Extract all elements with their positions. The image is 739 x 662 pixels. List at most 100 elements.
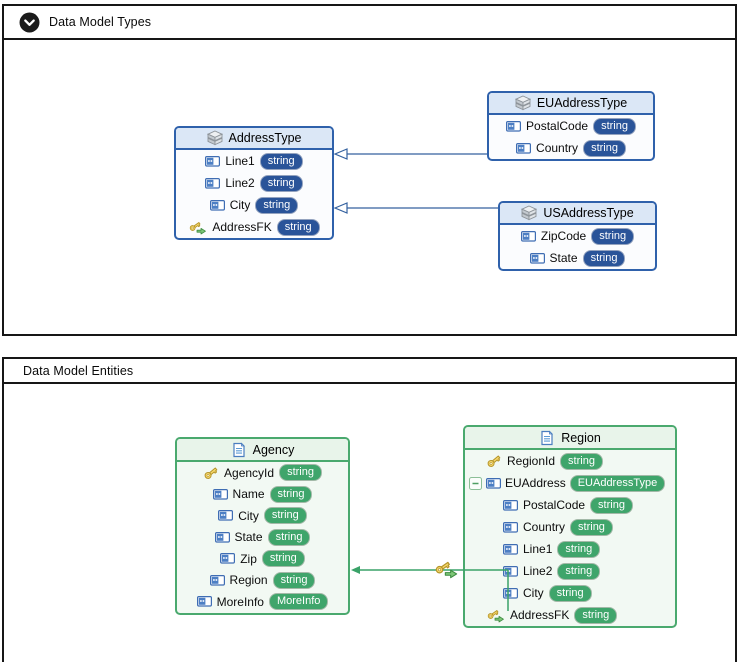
field-name: ZipCode [540,229,587,243]
section-title: Data Model Types [49,15,152,29]
property-icon [506,121,521,132]
property-icon [218,510,233,521]
field-row[interactable]: City string [176,194,332,216]
property-icon [530,253,545,264]
field-name: City [523,586,544,600]
section-data-model-types: Data Model Types [2,4,737,336]
field-row[interactable]: Country string [465,516,675,538]
field-type-badge: string [272,571,316,589]
node-header-region[interactable]: Region [465,427,675,448]
field-row[interactable]: Region string [177,570,348,592]
node-body: PostalCode string Country string [489,113,653,159]
field-row[interactable]: EUAddress EUAddressType [465,472,675,494]
field-name: Line2 [225,176,255,190]
complex-type-icon [207,130,223,146]
property-icon [516,143,531,154]
field-row[interactable]: State string [500,247,655,269]
property-icon [210,575,225,586]
field-name: Line2 [523,564,553,578]
collapse-minus-icon[interactable] [469,477,482,490]
field-row[interactable]: Line1 string [465,538,675,560]
node-header-addresstype[interactable]: AddressType [176,128,332,148]
field-row[interactable]: City string [177,505,348,527]
field-row[interactable]: AgencyId string [177,462,348,484]
property-icon [197,596,212,607]
field-name: City [238,508,259,523]
field-row[interactable]: Country string [489,137,653,159]
field-name: Country [523,520,566,534]
field-row[interactable]: City string [465,582,675,604]
node-title: Agency [252,442,295,457]
field-type-badge: string [590,496,633,514]
node-region[interactable]: Region RegionId string EUAddress EUAddre… [463,425,677,628]
field-type-badge: string [574,606,618,624]
field-type-badge: string [267,528,311,546]
field-row[interactable]: Line2 string [176,172,332,194]
field-row[interactable]: AddressFK string [465,604,675,626]
entity-icon [539,430,555,446]
field-name: City [229,198,251,212]
field-type-badge: string [548,584,592,602]
field-name: State [549,251,578,265]
complex-type-icon [515,95,531,111]
field-row[interactable]: ZipCode string [500,225,655,247]
field-row[interactable]: PostalCode string [489,115,653,137]
section-title: Data Model Entities [23,363,134,378]
complex-type-icon [521,205,537,221]
field-type-badge: EUAddressType [569,474,666,492]
property-icon [215,532,230,543]
node-euaddresstype[interactable]: EUAddressType PostalCode string Country … [487,91,655,161]
property-icon [213,489,228,500]
field-type-badge: string [593,117,636,135]
node-title: AddressType [228,131,302,145]
field-name: Name [232,487,265,502]
field-row[interactable]: Line1 string [176,150,332,172]
field-name: EUAddress [505,476,566,490]
field-type-badge: string [570,518,613,536]
field-row[interactable]: Name string [177,484,348,506]
field-type-badge: string [560,452,603,470]
node-header-agency[interactable]: Agency [177,439,348,460]
field-name: Line1 [225,154,255,168]
field-row[interactable]: Line2 string [465,560,675,582]
node-body: ZipCode string State string [500,223,655,269]
chevron-down-circle-icon[interactable] [19,12,40,33]
property-icon [503,566,518,577]
field-row[interactable]: AddressFK string [176,216,332,238]
node-addresstype[interactable]: AddressType Line1 string Line2 string Ci… [174,126,334,240]
field-row[interactable]: MoreInfo MoreInfo [177,591,348,613]
field-row[interactable]: RegionId string [465,450,675,472]
property-icon [503,500,518,511]
field-type-badge: string [557,562,601,580]
property-icon [205,178,220,189]
node-header-euaddresstype[interactable]: EUAddressType [489,93,653,113]
field-row[interactable]: PostalCode string [465,494,675,516]
node-body: RegionId string EUAddress EUAddressType … [465,448,675,626]
field-type-badge: string [582,249,626,267]
field-type-badge: string [259,174,303,192]
field-name: Region [229,573,268,588]
field-name: AddressFK [510,608,570,622]
property-icon [503,522,518,533]
node-agency[interactable]: Agency AgencyId string Name string City … [175,437,350,615]
field-type-badge: string [255,196,299,214]
section-header-types[interactable]: Data Model Types [4,6,735,40]
field-row[interactable]: Zip string [177,548,348,570]
node-title: Region [561,430,601,445]
field-row[interactable]: State string [177,527,348,549]
node-usaddresstype[interactable]: USAddressType ZipCode string State strin… [498,201,657,271]
property-icon [205,156,220,167]
primary-key-icon [203,465,219,481]
field-name: Country [536,141,579,155]
node-header-usaddresstype[interactable]: USAddressType [500,203,655,223]
field-type-badge: string [557,540,601,558]
field-type-badge: string [259,152,303,170]
node-body: AgencyId string Name string City string … [177,460,348,613]
field-name: AddressFK [212,220,272,234]
property-icon [210,200,225,211]
node-title: USAddressType [543,206,634,220]
field-name: AgencyId [224,465,275,480]
field-name: State [234,530,263,545]
section-header-entities[interactable]: Data Model Entities [4,359,735,384]
